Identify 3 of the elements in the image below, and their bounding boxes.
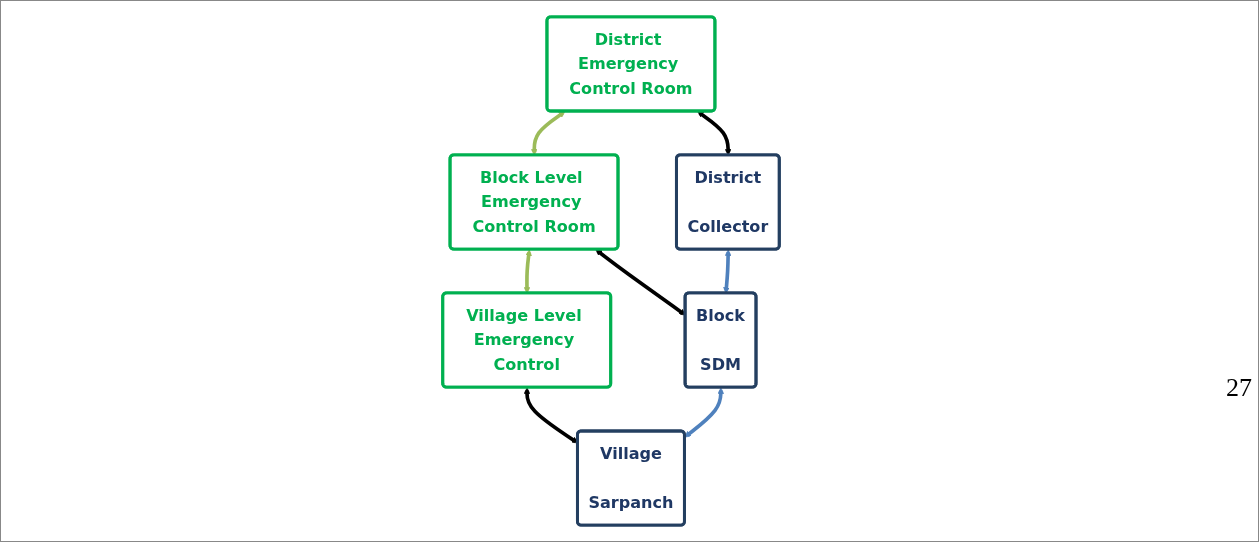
page-number: 27 [1226, 373, 1252, 403]
arrow [684, 387, 725, 438]
arrow [595, 249, 686, 316]
